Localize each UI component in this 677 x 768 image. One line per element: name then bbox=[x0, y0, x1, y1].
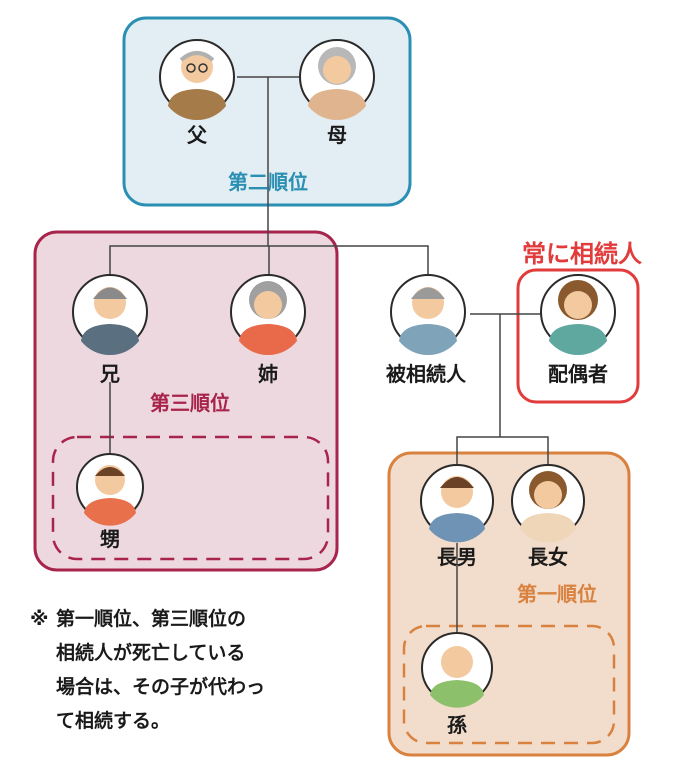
eldest-daughter-avatar bbox=[511, 464, 585, 543]
grandchild-subbox bbox=[402, 624, 616, 745]
eldest-son-avatar bbox=[420, 464, 494, 543]
footnote-line-3: 場合は、その子が代わっ bbox=[56, 676, 266, 698]
nephew-subbox bbox=[51, 435, 330, 561]
father-avatar bbox=[159, 39, 235, 121]
older-sister-avatar bbox=[230, 274, 306, 356]
spouse-group-label: 常に相続人 bbox=[522, 240, 642, 268]
label-older-brother: 兄 bbox=[99, 362, 120, 386]
older-brother-avatar bbox=[72, 274, 148, 356]
label-nephew: 甥 bbox=[100, 527, 120, 551]
connectors bbox=[109, 76, 549, 633]
grandchild-avatar bbox=[421, 632, 493, 708]
footnote-line-2: 相続人が死亡している bbox=[56, 642, 246, 664]
label-eldest-son: 長男 bbox=[437, 545, 477, 569]
spouse-avatar bbox=[540, 274, 616, 356]
footnote-line-1: 第一順位、第三順位の bbox=[56, 608, 247, 630]
label-grandchild: 孫 bbox=[447, 713, 467, 737]
label-spouse: 配偶者 bbox=[548, 362, 608, 386]
nephew-avatar bbox=[76, 453, 144, 526]
label-eldest-daughter: 長女 bbox=[528, 545, 568, 569]
mother-avatar bbox=[299, 39, 375, 121]
label-deceased: 被相続人 bbox=[386, 362, 467, 386]
rank2-label: 第二順位 bbox=[228, 170, 308, 194]
rank3-label: 第三順位 bbox=[150, 391, 230, 415]
footnote: ※ 第一順位、第三順位の 相続人が死亡している 場合は、その子が代わっ て相続す… bbox=[30, 602, 360, 738]
label-father: 父 bbox=[186, 123, 208, 147]
deceased-avatar bbox=[390, 274, 466, 356]
label-older-sister: 姉 bbox=[258, 362, 278, 386]
rank1-label: 第一順位 bbox=[517, 582, 597, 606]
label-mother: 母 bbox=[327, 123, 347, 147]
footnote-line-4: て相続する。 bbox=[56, 710, 171, 732]
footnote-mark: ※ bbox=[30, 608, 49, 630]
